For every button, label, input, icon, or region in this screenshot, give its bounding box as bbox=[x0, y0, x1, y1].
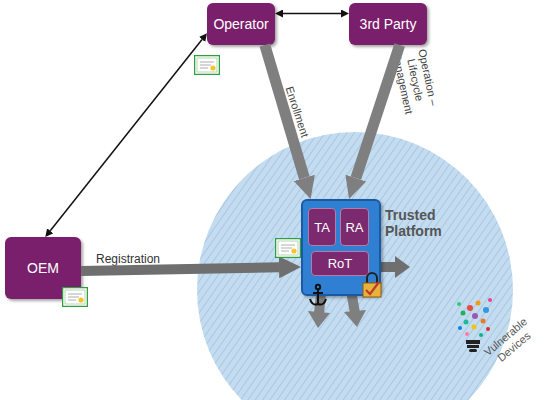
certificate-icon bbox=[195, 56, 220, 75]
platform-box: Trusted PlatformTARARoT bbox=[301, 199, 381, 296]
connector-label: Operation – Lifecycle Management bbox=[389, 44, 441, 117]
connector-arrow bbox=[356, 45, 400, 178]
party-box: Operator bbox=[207, 3, 275, 45]
module-box: TA bbox=[308, 208, 336, 246]
connector-label: Enrollment bbox=[278, 72, 315, 152]
connector-arrow bbox=[50, 40, 202, 231]
decor-icons bbox=[63, 56, 382, 307]
box-label: RoT bbox=[328, 256, 353, 271]
lock-symbol bbox=[363, 273, 381, 297]
connector-arrow bbox=[81, 267, 279, 271]
box-label: 3rd Party bbox=[360, 16, 417, 32]
box-label: OEM bbox=[27, 260, 59, 276]
certificate-icon bbox=[63, 288, 88, 307]
party-box: OEM bbox=[5, 237, 81, 299]
certificate-icon bbox=[276, 239, 301, 258]
box-label: Operator bbox=[213, 16, 268, 32]
box-label: RA bbox=[345, 220, 363, 235]
box-label: TA bbox=[314, 220, 330, 235]
party-box: 3rd Party bbox=[349, 3, 427, 45]
trust-zone-circle bbox=[197, 132, 513, 400]
module-box: RA bbox=[340, 208, 369, 246]
anchor-symbol bbox=[310, 285, 326, 305]
box-heading: Trusted Platform bbox=[385, 207, 457, 239]
module-box: RoT bbox=[311, 251, 369, 276]
connector-arrow bbox=[265, 45, 305, 178]
connector-label: Registration bbox=[83, 253, 173, 266]
connector-arrow bbox=[283, 13, 341, 15]
